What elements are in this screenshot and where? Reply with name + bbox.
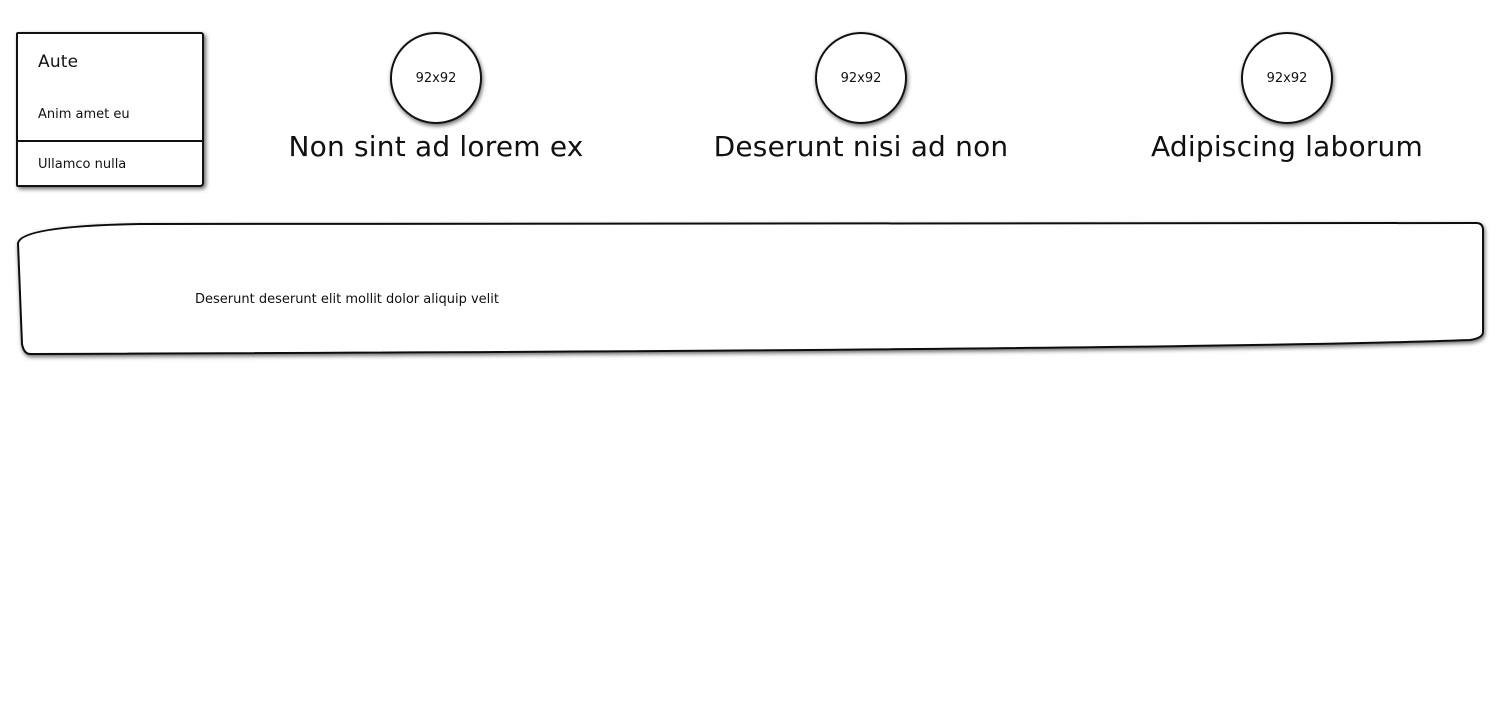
- content-panel: [16, 221, 1484, 356]
- feature-title: Deserunt nisi ad non: [713, 130, 1009, 163]
- feature-column-1: 92x92 Non sint ad lorem ex: [266, 32, 606, 163]
- card-footer: Ullamco nulla: [38, 157, 127, 172]
- avatar-label: 92x92: [415, 70, 457, 86]
- feature-column-3: 92x92 Adipiscing laborum: [1117, 32, 1457, 163]
- panel-text: Deserunt deserunt elit mollit dolor aliq…: [195, 292, 499, 307]
- avatar-label: 92x92: [1266, 70, 1308, 86]
- avatar-placeholder: 92x92: [390, 32, 482, 124]
- card-subtitle: Anim amet eu: [38, 107, 130, 122]
- feature-column-2: 92x92 Deserunt nisi ad non: [691, 32, 1031, 163]
- feature-title: Adipiscing laborum: [1151, 130, 1423, 163]
- avatar-placeholder: 92x92: [1241, 32, 1333, 124]
- info-card: Aute Anim amet eu Ullamco nulla: [16, 32, 204, 187]
- feature-title: Non sint ad lorem ex: [288, 130, 584, 163]
- card-divider: [18, 140, 202, 142]
- avatar-placeholder: 92x92: [815, 32, 907, 124]
- avatar-label: 92x92: [840, 70, 882, 86]
- card-title: Aute: [38, 52, 79, 72]
